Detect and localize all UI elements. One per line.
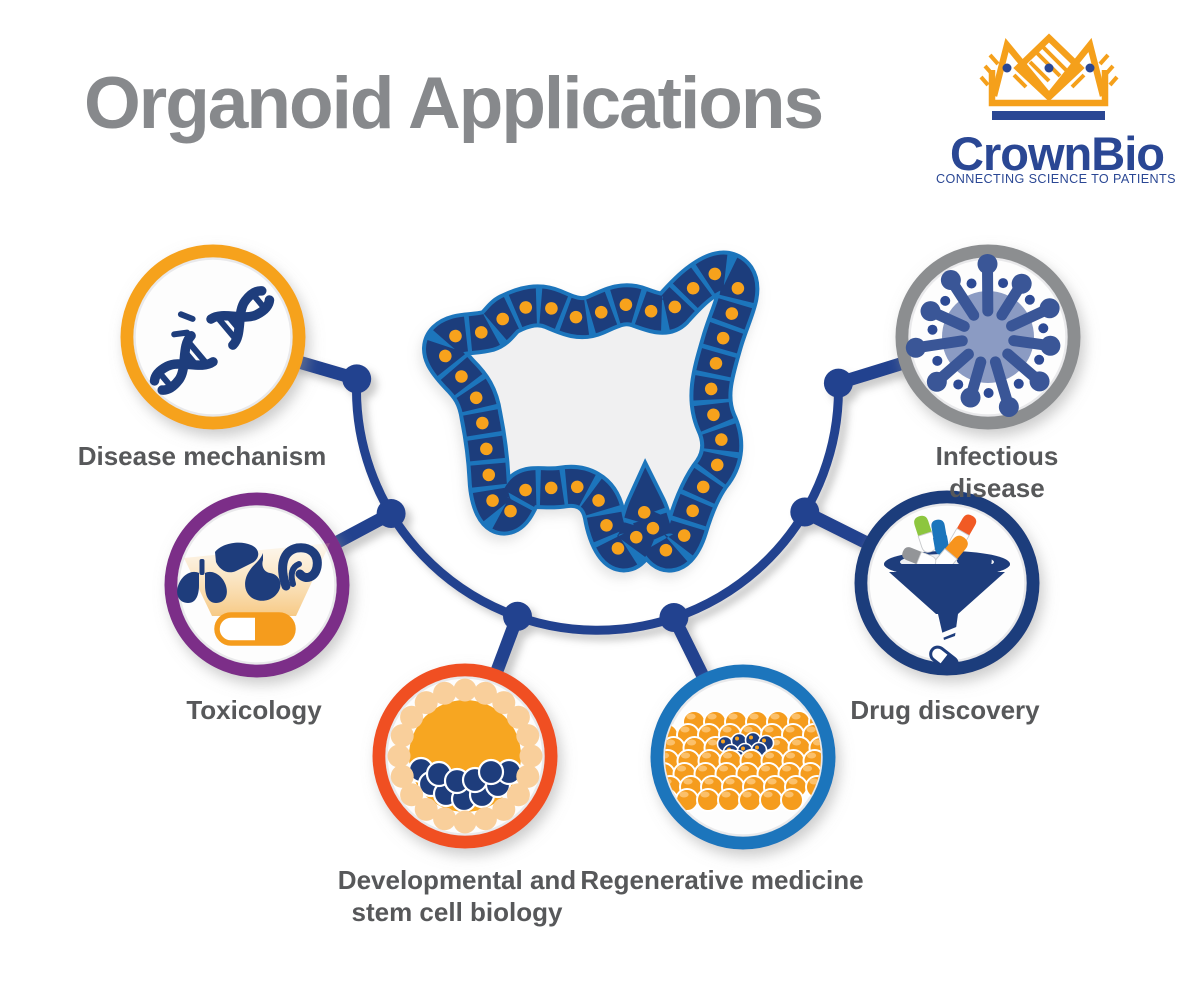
funnel-capsules-icon [884, 511, 1010, 673]
connector-node [376, 499, 406, 528]
blastocyst-icon [387, 678, 543, 834]
app-label-developmental: Developmental and stem cell biology [337, 865, 577, 927]
app-label-drug-discovery: Drug discovery [850, 695, 1040, 725]
app-label-toxicology: Toxicology [186, 695, 322, 725]
intestine-icon [278, 543, 322, 591]
connector-node [659, 603, 689, 632]
stomach-icon [245, 553, 281, 601]
trophoblast-ring [387, 678, 543, 834]
capsule-icon [214, 612, 296, 646]
inner-cell-mass [407, 756, 523, 813]
app-label-disease-mechanism: Disease mechanism [77, 441, 327, 471]
connector-nodes [342, 364, 853, 632]
lungs-icon [177, 559, 227, 603]
logo-wordmark: CrownBio [950, 127, 1165, 180]
virus-icon [905, 254, 1061, 417]
organoid-illustration [444, 272, 738, 551]
page-title: Organoid Applications [84, 63, 824, 144]
connector-node [790, 497, 820, 527]
organ-silhouettes [177, 542, 322, 603]
connector-arc [351, 378, 843, 635]
output-capsule-icon [929, 645, 959, 673]
logo-tagline: CONNECTING SCIENCE TO PATIENTS [936, 172, 1176, 186]
liver-icon [215, 542, 259, 573]
crown-icon [979, 33, 1119, 120]
connector-node [342, 364, 372, 394]
dna-broken-icon [149, 286, 275, 395]
connector-node [823, 368, 853, 398]
app-label-regenerative: Regenerative medicine [580, 865, 864, 895]
app-circle-disease-mechanism [120, 244, 306, 430]
connector-node [503, 601, 532, 631]
organs-capsule-icon [177, 542, 330, 646]
app-label-infectious-disease: Infectious disease [935, 441, 1059, 503]
